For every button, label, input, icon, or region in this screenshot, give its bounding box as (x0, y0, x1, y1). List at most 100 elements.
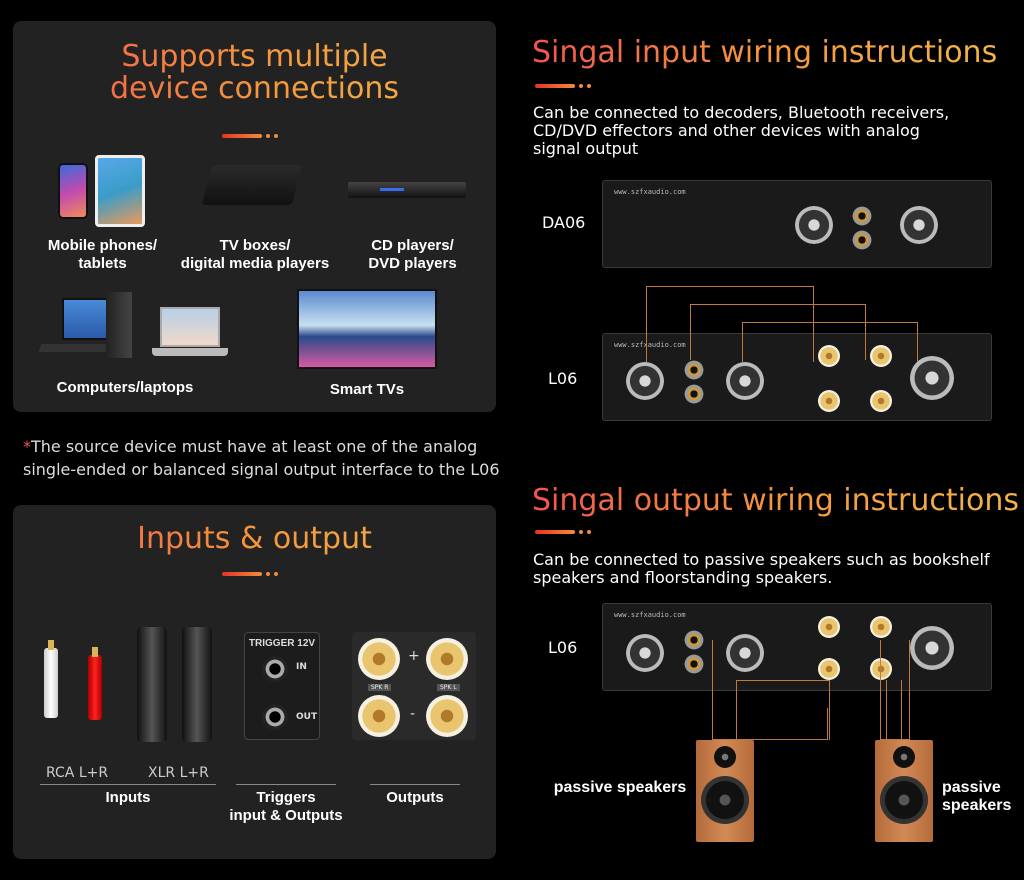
tvbox-image (201, 165, 303, 205)
l06-label-top: L06 (548, 369, 578, 388)
inputs-underline (40, 784, 216, 785)
tablet-image (95, 155, 145, 227)
input-wire-1 (646, 286, 814, 362)
computers-label: Computers/laptops (56, 379, 194, 396)
keyboard-image (38, 344, 112, 352)
l06-rca-r (684, 384, 704, 404)
trigger-out-label: OUT (296, 712, 318, 722)
output-wire-5 (886, 680, 902, 740)
pc-tower-image (106, 292, 132, 358)
input-wiring-title: Singal input wiring instructions (532, 35, 998, 70)
da06-label: DA06 (542, 213, 586, 232)
output-wire-1 (712, 640, 828, 740)
da06-xlr-r (795, 206, 833, 244)
trigger-out-jack (262, 704, 288, 730)
input-wire-2 (742, 322, 918, 362)
da06-rca-r (852, 230, 872, 250)
trigger-in-label: IN (296, 662, 307, 672)
l06-post-3 (818, 390, 840, 412)
devices-title-2: device connections (13, 72, 496, 106)
rca-label: RCA L+R (46, 765, 109, 781)
smart-tv-image (297, 289, 437, 369)
inputs-label: Inputs (105, 789, 151, 806)
l06b-power-socket (910, 626, 954, 670)
speaker-left-tweeter (714, 746, 736, 768)
output-minus: - (410, 706, 416, 722)
l06b-post-1 (818, 616, 840, 638)
rca-white-cable (44, 648, 58, 718)
l06-brand-bottom: www.szfxaudio.com (614, 611, 686, 619)
l06-rca-l (684, 360, 704, 380)
cd-player-image (348, 182, 466, 198)
tvbox-label: TV boxes/ digital media players (180, 237, 330, 272)
output-post-3 (358, 695, 400, 737)
l06b-xlr-r (626, 634, 664, 672)
speaker-right-woofer (880, 776, 928, 824)
laptop-image (160, 307, 220, 347)
note-line-1: *The source device must have at least on… (23, 438, 503, 456)
input-desc-1: Can be connected to decoders, Bluetooth … (533, 103, 950, 122)
xlr-label: XLR L+R (148, 765, 209, 781)
input-wiring-accent (535, 84, 591, 88)
da06-brand: www.szfxaudio.com (614, 188, 686, 196)
speaker-left-woofer (701, 776, 749, 824)
output-desc-2: speakers and floorstanding speakers. (533, 568, 833, 587)
io-title: Inputs & output (13, 522, 496, 556)
output-spk-r: SPK R (368, 684, 392, 691)
phone-image (58, 163, 88, 219)
note-line-2: single-ended or balanced signal output i… (23, 460, 500, 479)
output-wiring-accent (535, 530, 591, 534)
io-accent (222, 572, 278, 576)
note-text-1: The source device must have at least one… (31, 437, 478, 456)
smarttv-label: Smart TVs (329, 381, 405, 398)
output-wire-2 (712, 708, 828, 740)
l06-xlr-l (726, 362, 764, 400)
cd-label: CD players/ DVD players (368, 237, 457, 272)
l06b-post-4 (870, 658, 892, 680)
mobile-label: Mobile phones/ tablets (47, 237, 158, 272)
trigger-in-jack (262, 656, 288, 682)
output-post-4 (426, 695, 468, 737)
laptop-base (152, 348, 228, 356)
outputs-underline (370, 784, 460, 785)
xlr-plug-2 (182, 627, 212, 742)
rca-red-pin (92, 647, 98, 657)
l06-post-2 (870, 345, 892, 367)
output-post-2 (426, 638, 468, 680)
l06b-post-3 (818, 658, 840, 680)
input-wire-3 (690, 304, 866, 360)
triggers-underline (236, 784, 336, 785)
output-wire-3 (736, 680, 830, 740)
xlr-plug-1 (137, 627, 167, 742)
da06-xlr-l (900, 206, 938, 244)
l06b-xlr-l (726, 634, 764, 672)
trigger-title: TRIGGER 12V (248, 638, 316, 649)
note-star: * (23, 437, 31, 456)
l06b-post-2 (870, 616, 892, 638)
l06-label-bottom: L06 (548, 638, 578, 657)
da06-rca-l (852, 206, 872, 226)
l06-xlr-r (626, 362, 664, 400)
triggers-label: Triggers input & Outputs (229, 789, 343, 824)
l06b-rca-r (684, 654, 704, 674)
l06-post-1 (818, 345, 840, 367)
output-desc-1: Can be connected to passive speakers suc… (533, 550, 990, 569)
passive-speakers-left: passive speakers (553, 779, 687, 796)
devices-accent (222, 134, 278, 138)
rca-white-pin (48, 640, 54, 650)
output-spk-l: SPK L (437, 684, 460, 691)
cd-display (380, 188, 404, 191)
input-desc-3: signal output (533, 139, 639, 158)
l06-brand-top: www.szfxaudio.com (614, 341, 686, 349)
passive-speakers-right: passive speakers (942, 779, 1012, 814)
rca-red-cable (88, 655, 102, 720)
output-plus: + (408, 648, 420, 664)
l06-power-socket (910, 356, 954, 400)
output-post-1 (358, 638, 400, 680)
l06b-rca-l (684, 630, 704, 650)
output-wiring-title: Singal output wiring instructions (532, 483, 1019, 518)
speaker-right-tweeter (893, 746, 915, 768)
devices-title-1: Supports multiple (13, 40, 496, 74)
outputs-label: Outputs (386, 789, 444, 806)
input-desc-2: CD/DVD effectors and other devices with … (533, 121, 920, 140)
